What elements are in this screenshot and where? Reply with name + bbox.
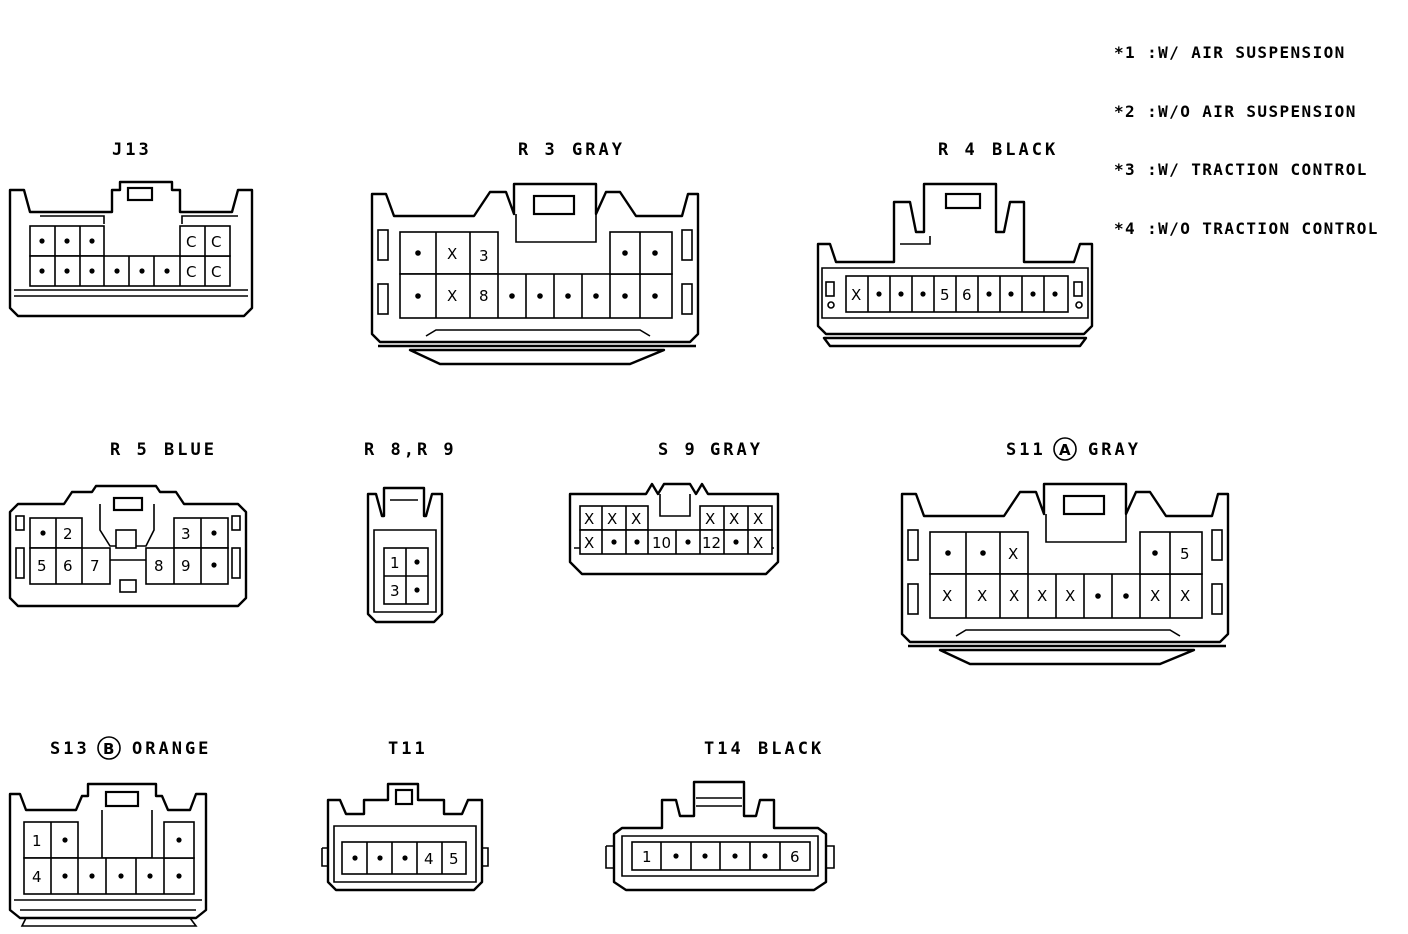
pin-label: C xyxy=(186,263,196,281)
connector-r3: R 3 GRAY X 3 X 8 xyxy=(370,140,700,366)
pin-label: 6 xyxy=(962,286,972,304)
pin-label: X xyxy=(705,510,715,528)
pin-label: X xyxy=(631,510,641,528)
pin-label: 1 xyxy=(390,554,400,572)
connector-color: BLACK xyxy=(758,739,824,759)
connector-title: S 9 xyxy=(658,440,698,460)
connector-t14: T14 BLACK 1 6 xyxy=(605,739,835,892)
pin-label: 1 xyxy=(32,832,42,850)
connector-s11: S11 A GRAY X 5 X X X X X X X xyxy=(900,437,1230,666)
pin-label: X xyxy=(729,510,739,528)
connector-t11: T11 4 5 xyxy=(321,739,489,892)
pin-label: 4 xyxy=(424,850,434,868)
pin-label: X xyxy=(1009,587,1019,605)
connector-color: GRAY xyxy=(1088,440,1141,460)
connector-color: GRAY xyxy=(710,440,763,460)
connector-r8-r9: R 8,R 9 1 3 xyxy=(364,440,457,624)
connector-badge: B xyxy=(103,740,114,758)
pin-label: X xyxy=(607,510,617,528)
pin-label: X xyxy=(977,587,987,605)
pin-label: 10 xyxy=(652,534,671,552)
legend-item: *1 :W/ AIR SUSPENSION xyxy=(1114,43,1346,62)
connector-title: T11 xyxy=(388,739,428,759)
legend-item: *3 :W/ TRACTION CONTROL xyxy=(1114,160,1368,179)
pin-label: 8 xyxy=(154,557,164,575)
connector-color: BLACK xyxy=(992,140,1058,160)
pin-label: X xyxy=(753,534,763,552)
connector-j13: J13 C C C C xyxy=(8,140,254,318)
pin-label: C xyxy=(211,233,221,251)
pin-label: 5 xyxy=(37,557,47,575)
pin-label: 5 xyxy=(940,286,950,304)
pin-label: 3 xyxy=(181,525,191,543)
pin-label: X xyxy=(753,510,763,528)
connector-s9: S 9 GRAY X X X X X X X 10 12 X xyxy=(568,440,780,576)
pin-label: 6 xyxy=(63,557,73,575)
badge-circle xyxy=(97,736,121,760)
pin-grid-s9: X X X X X X X 10 12 X xyxy=(579,505,773,555)
pin-grid-r4: X 5 6 xyxy=(845,275,1069,313)
pin-label: 5 xyxy=(449,850,459,868)
connector-title: T14 xyxy=(704,739,744,759)
pin-label: X xyxy=(1065,587,1075,605)
pin-label: 3 xyxy=(390,582,400,600)
pin-grid-s11: X 5 X X X X X X X xyxy=(929,531,1203,619)
connector-title: R 3 xyxy=(518,140,558,160)
pin-label: 8 xyxy=(479,287,489,305)
pin-label: C xyxy=(186,233,196,251)
connector-title: R 5 xyxy=(110,440,150,460)
pin-grid-s13: 1 4 xyxy=(23,821,195,895)
badge-circle xyxy=(1053,437,1077,461)
pin-label: 5 xyxy=(1180,545,1190,563)
pin-label: X xyxy=(851,286,861,304)
pin-label: X xyxy=(1008,545,1018,563)
pin-label: X xyxy=(447,245,457,263)
connector-color: BLUE xyxy=(164,440,217,460)
pin-grid-t11: 4 5 xyxy=(341,841,467,875)
pin-grid-j13: C C C C xyxy=(29,225,231,287)
legend-item: *2 :W/O AIR SUSPENSION xyxy=(1114,101,1357,121)
pin-label: X xyxy=(584,510,594,528)
connector-title: S11 xyxy=(1006,440,1046,460)
pin-label: 4 xyxy=(32,868,42,886)
pin-label: 7 xyxy=(90,557,100,575)
connector-color: GRAY xyxy=(572,140,625,160)
connector-s13: S13 B ORANGE 1 4 xyxy=(8,736,211,927)
pin-grid-r8-r9: 1 3 xyxy=(383,547,429,605)
pin-label: X xyxy=(1150,587,1160,605)
connector-title: S13 xyxy=(50,739,90,759)
pin-label: X xyxy=(1037,587,1047,605)
connector-badge: A xyxy=(1059,441,1071,459)
pin-label: X xyxy=(1180,587,1190,605)
pin-grid-t14: 1 6 xyxy=(631,841,811,871)
connector-r4: R 4 BLACK X 5 6 xyxy=(816,140,1094,348)
connector-color: ORANGE xyxy=(132,739,211,759)
pin-label: 3 xyxy=(479,247,489,265)
connector-title: R 8,R 9 xyxy=(364,440,457,460)
connector-r5: R 5 BLUE 2 3 5 6 7 8 9 xyxy=(8,440,248,608)
pin-grid-r5: 2 3 5 6 7 8 9 xyxy=(29,517,229,585)
pin-label: 9 xyxy=(181,557,191,575)
pin-label: X xyxy=(584,534,594,552)
connector-title: R 4 xyxy=(938,140,978,160)
pin-label: X xyxy=(447,287,457,305)
legend-item: *4 :W/O TRACTION CONTROL xyxy=(1114,218,1379,238)
pin-label: 6 xyxy=(790,848,800,866)
pin-label: 1 xyxy=(642,848,652,866)
pin-label: 12 xyxy=(702,534,721,552)
pin-label: 2 xyxy=(63,525,73,543)
pin-label: C xyxy=(211,263,221,281)
pin-grid-r3: X 3 X 8 xyxy=(399,231,673,319)
connector-title: J13 xyxy=(112,140,152,160)
legend: *1 :W/ AIR SUSPENSION *2 :W/O AIR SUSPEN… xyxy=(1114,4,1379,258)
pin-label: X xyxy=(942,587,952,605)
